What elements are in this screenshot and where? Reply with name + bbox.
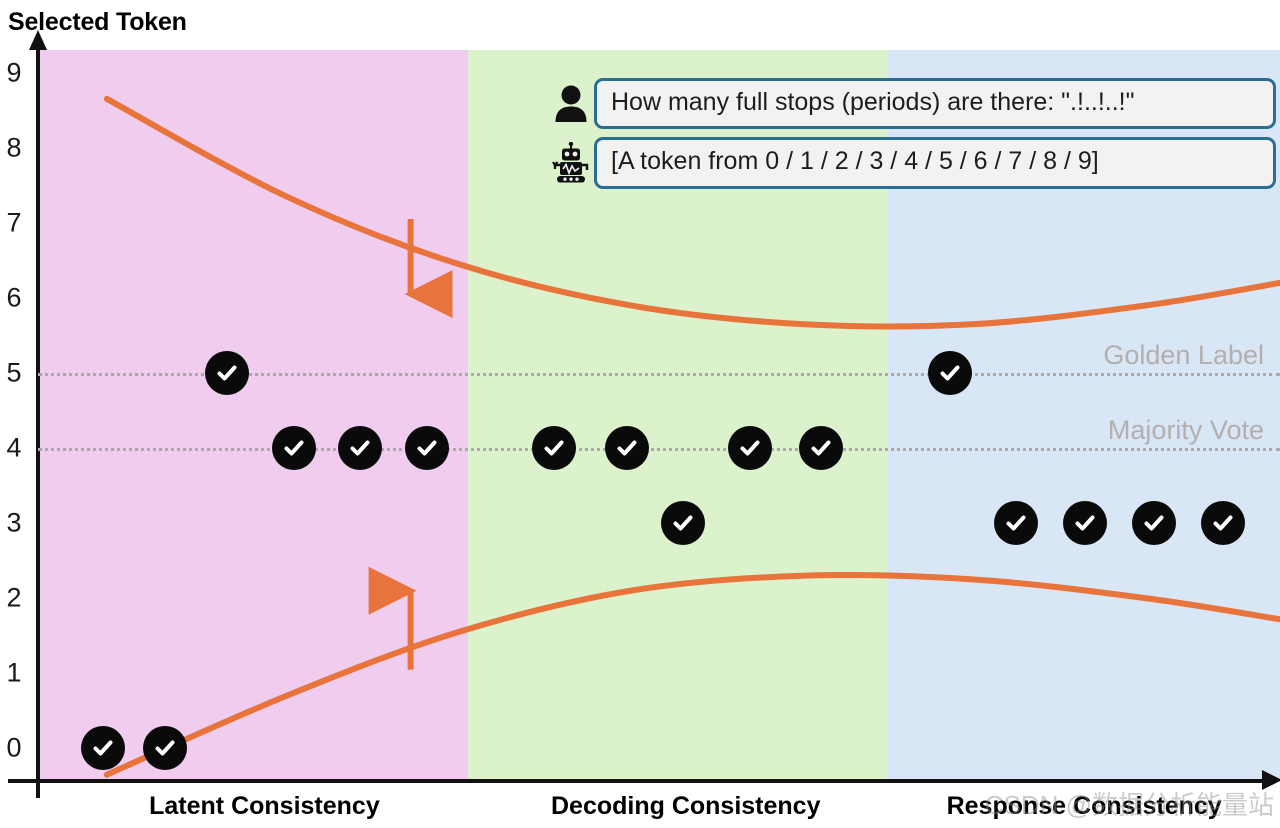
token-marker: [272, 426, 317, 471]
y-axis-line: [36, 46, 40, 798]
y-tick-6: 6: [6, 282, 22, 313]
token-marker: [994, 501, 1039, 546]
token-marker: [404, 426, 449, 471]
x-axis-arrow-icon: [1262, 770, 1280, 790]
token-marker: [605, 426, 650, 471]
x-label-decoding-consistency: Decoding Consistency: [551, 792, 821, 820]
reference-label-golden-label: Golden Label: [1103, 339, 1264, 370]
token-marker: [660, 501, 705, 546]
x-axis-line: [8, 779, 1264, 783]
token-marker: [1200, 501, 1245, 546]
dialogue-panel: How many full stops (periods) are there:…: [548, 78, 1276, 197]
token-marker: [1131, 501, 1176, 546]
user-icon: [548, 81, 594, 127]
y-tick-0: 0: [6, 732, 22, 763]
y-tick-5: 5: [6, 357, 22, 388]
token-marker: [1063, 501, 1108, 546]
token-marker: [80, 726, 125, 771]
token-marker: [531, 426, 576, 471]
y-tick-3: 3: [6, 507, 22, 538]
token-marker: [143, 726, 188, 771]
y-tick-9: 9: [6, 57, 22, 88]
assistant-message-bubble: [A token from 0 / 1 / 2 / 3 / 4 / 5 / 6 …: [594, 137, 1276, 189]
token-marker: [727, 426, 772, 471]
y-tick-7: 7: [6, 207, 22, 238]
reference-label-majority-vote: Majority Vote: [1107, 415, 1264, 446]
x-label-latent-consistency: Latent Consistency: [149, 792, 380, 820]
x-label-response-consistency: Response Consistency: [946, 792, 1222, 820]
reference-line-golden-label: [38, 372, 1280, 376]
y-tick-1: 1: [6, 657, 22, 688]
dialogue-row-assistant: [A token from 0 / 1 / 2 / 3 / 4 / 5 / 6 …: [548, 137, 1276, 189]
y-axis-arrow-icon: [29, 30, 47, 50]
band-latent-consistency: [38, 50, 468, 780]
reference-line-majority-vote: [38, 448, 1280, 452]
y-tick-4: 4: [6, 432, 22, 463]
y-tick-8: 8: [6, 132, 22, 163]
token-marker: [205, 350, 250, 395]
robot-icon: [548, 140, 594, 186]
token-marker: [337, 426, 382, 471]
user-message-bubble: How many full stops (periods) are there:…: [594, 78, 1276, 130]
token-marker: [799, 426, 844, 471]
dialogue-row-user: How many full stops (periods) are there:…: [548, 78, 1276, 130]
y-tick-2: 2: [6, 582, 22, 613]
token-marker: [928, 350, 973, 395]
